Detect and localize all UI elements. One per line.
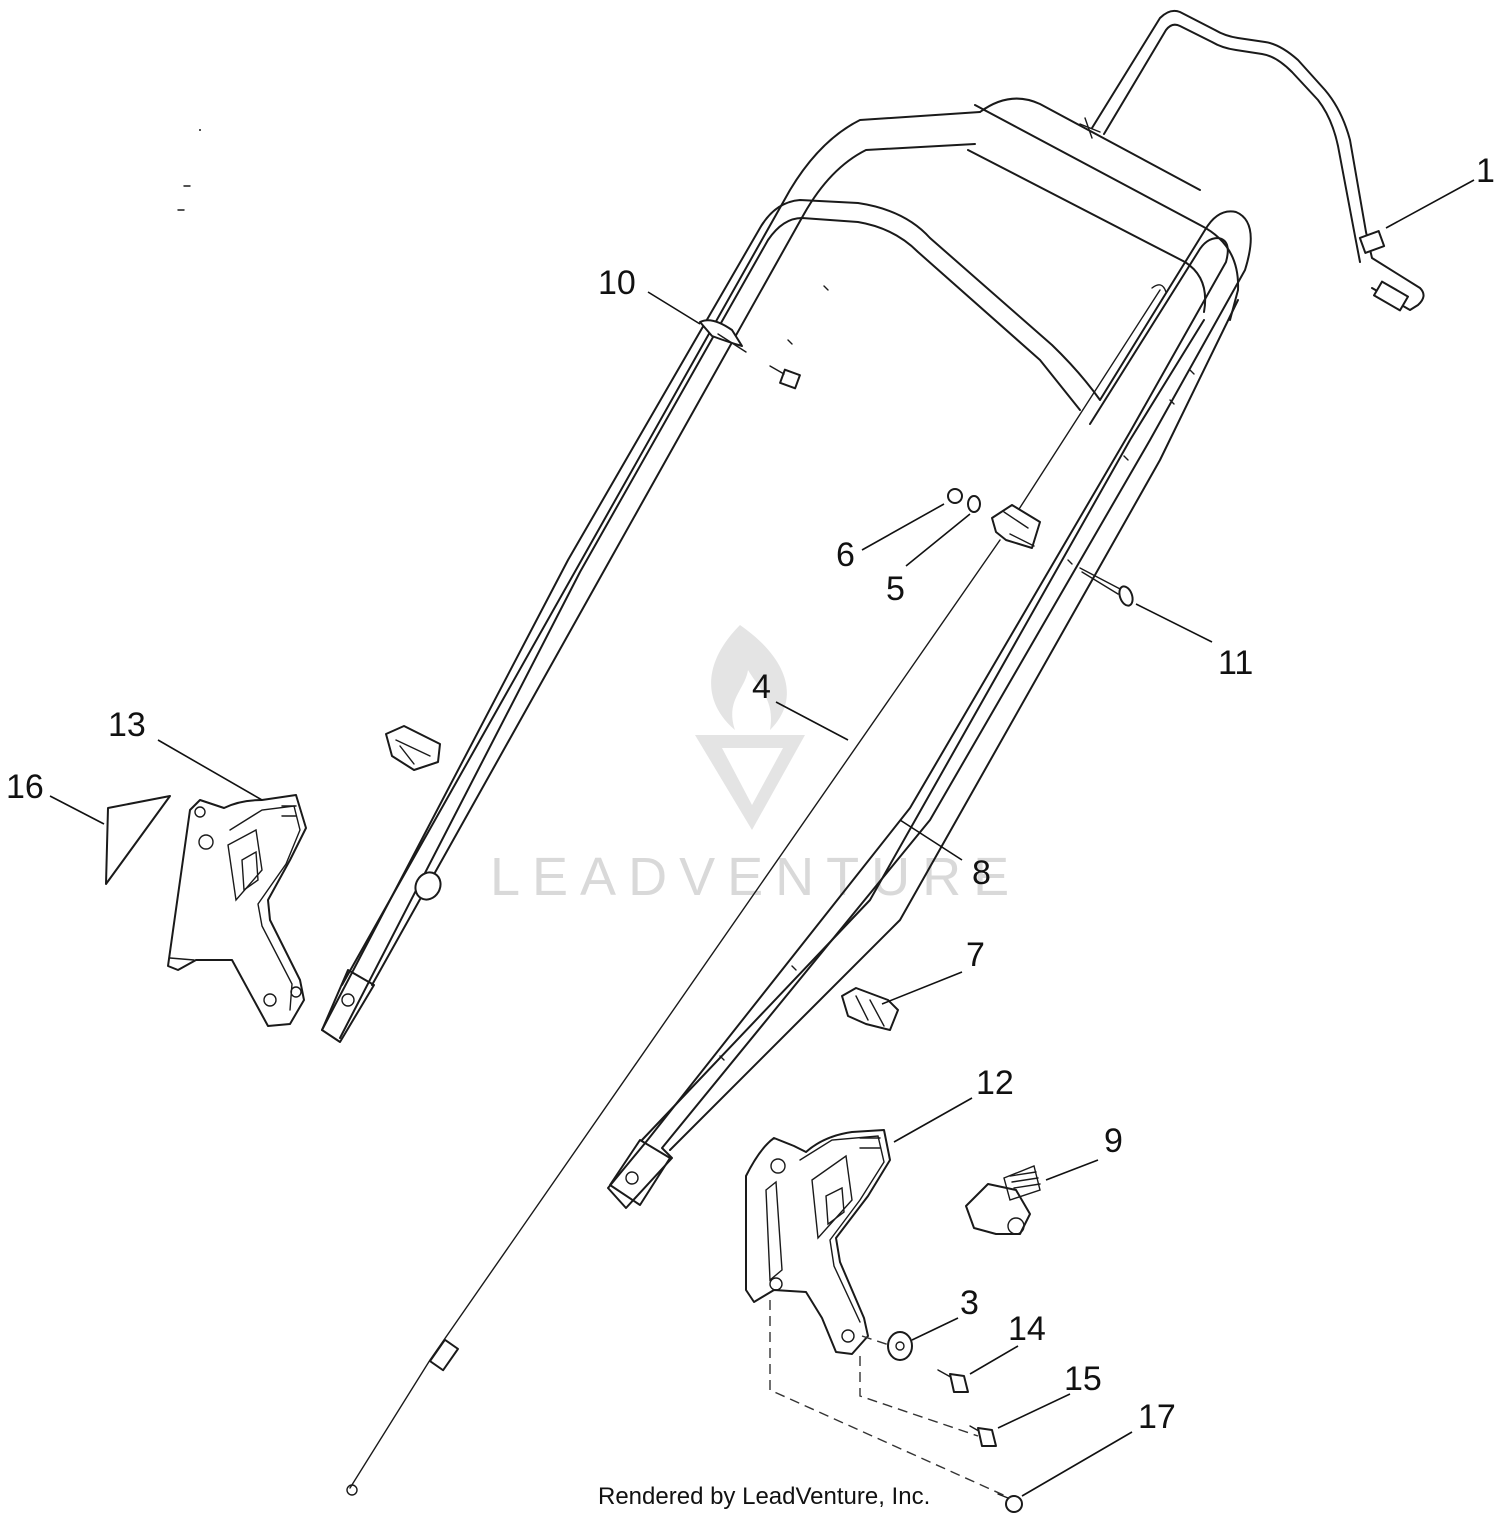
callout-9: 9 — [1104, 1122, 1123, 1160]
callout-4: 4 — [752, 668, 771, 706]
part-12-right-bracket — [745, 1129, 891, 1355]
part-9-latch — [965, 1165, 1041, 1235]
part-6-nut — [947, 488, 963, 504]
callout-12: 12 — [976, 1064, 1014, 1102]
cable-adjuster — [991, 504, 1041, 549]
callout-8: 8 — [972, 854, 991, 892]
part-17-nut — [997, 1493, 1023, 1513]
part-10-cable-clip — [699, 319, 747, 353]
assembly-dashed-lines — [769, 1300, 1011, 1499]
callout-17: 17 — [1138, 1398, 1176, 1436]
part-11-pin — [1079, 567, 1134, 607]
leader-lines — [49, 179, 1475, 1497]
rendered-by-footer: Rendered by LeadVenture, Inc. — [598, 1483, 930, 1510]
callout-10: 10 — [598, 264, 636, 302]
part-8-handle-rails — [341, 97, 1240, 1206]
handle-knob-mounted — [414, 871, 442, 901]
part-7-bushing — [841, 987, 899, 1031]
callout-3: 3 — [960, 1284, 979, 1322]
callout-14: 14 — [1008, 1310, 1046, 1348]
part-14-bolt — [937, 1369, 969, 1393]
callout-11: 11 — [1218, 644, 1253, 682]
callout-6: 6 — [836, 536, 855, 574]
handle-knob — [385, 725, 441, 771]
part-8-upper-handle — [177, 129, 1252, 1209]
callout-1: 1 — [1476, 152, 1495, 190]
watermark-text: LEADVENTURE — [490, 847, 1021, 907]
callout-7: 7 — [966, 936, 985, 974]
callout-13: 13 — [108, 706, 146, 744]
part-13-left-bracket — [167, 794, 307, 1027]
part-16-decal — [105, 795, 171, 885]
part-1-bail-bar — [1079, 9, 1425, 312]
part-3-washer — [887, 1331, 913, 1361]
callout-15: 15 — [1064, 1360, 1102, 1398]
callout-5: 5 — [886, 570, 905, 608]
callout-16: 16 — [6, 768, 44, 806]
part-4-control-cable — [346, 284, 1167, 1496]
watermark-logo — [695, 625, 805, 830]
part-15-bolt — [969, 1425, 997, 1447]
part-5-washer — [967, 495, 981, 513]
handle-nut — [769, 365, 801, 390]
